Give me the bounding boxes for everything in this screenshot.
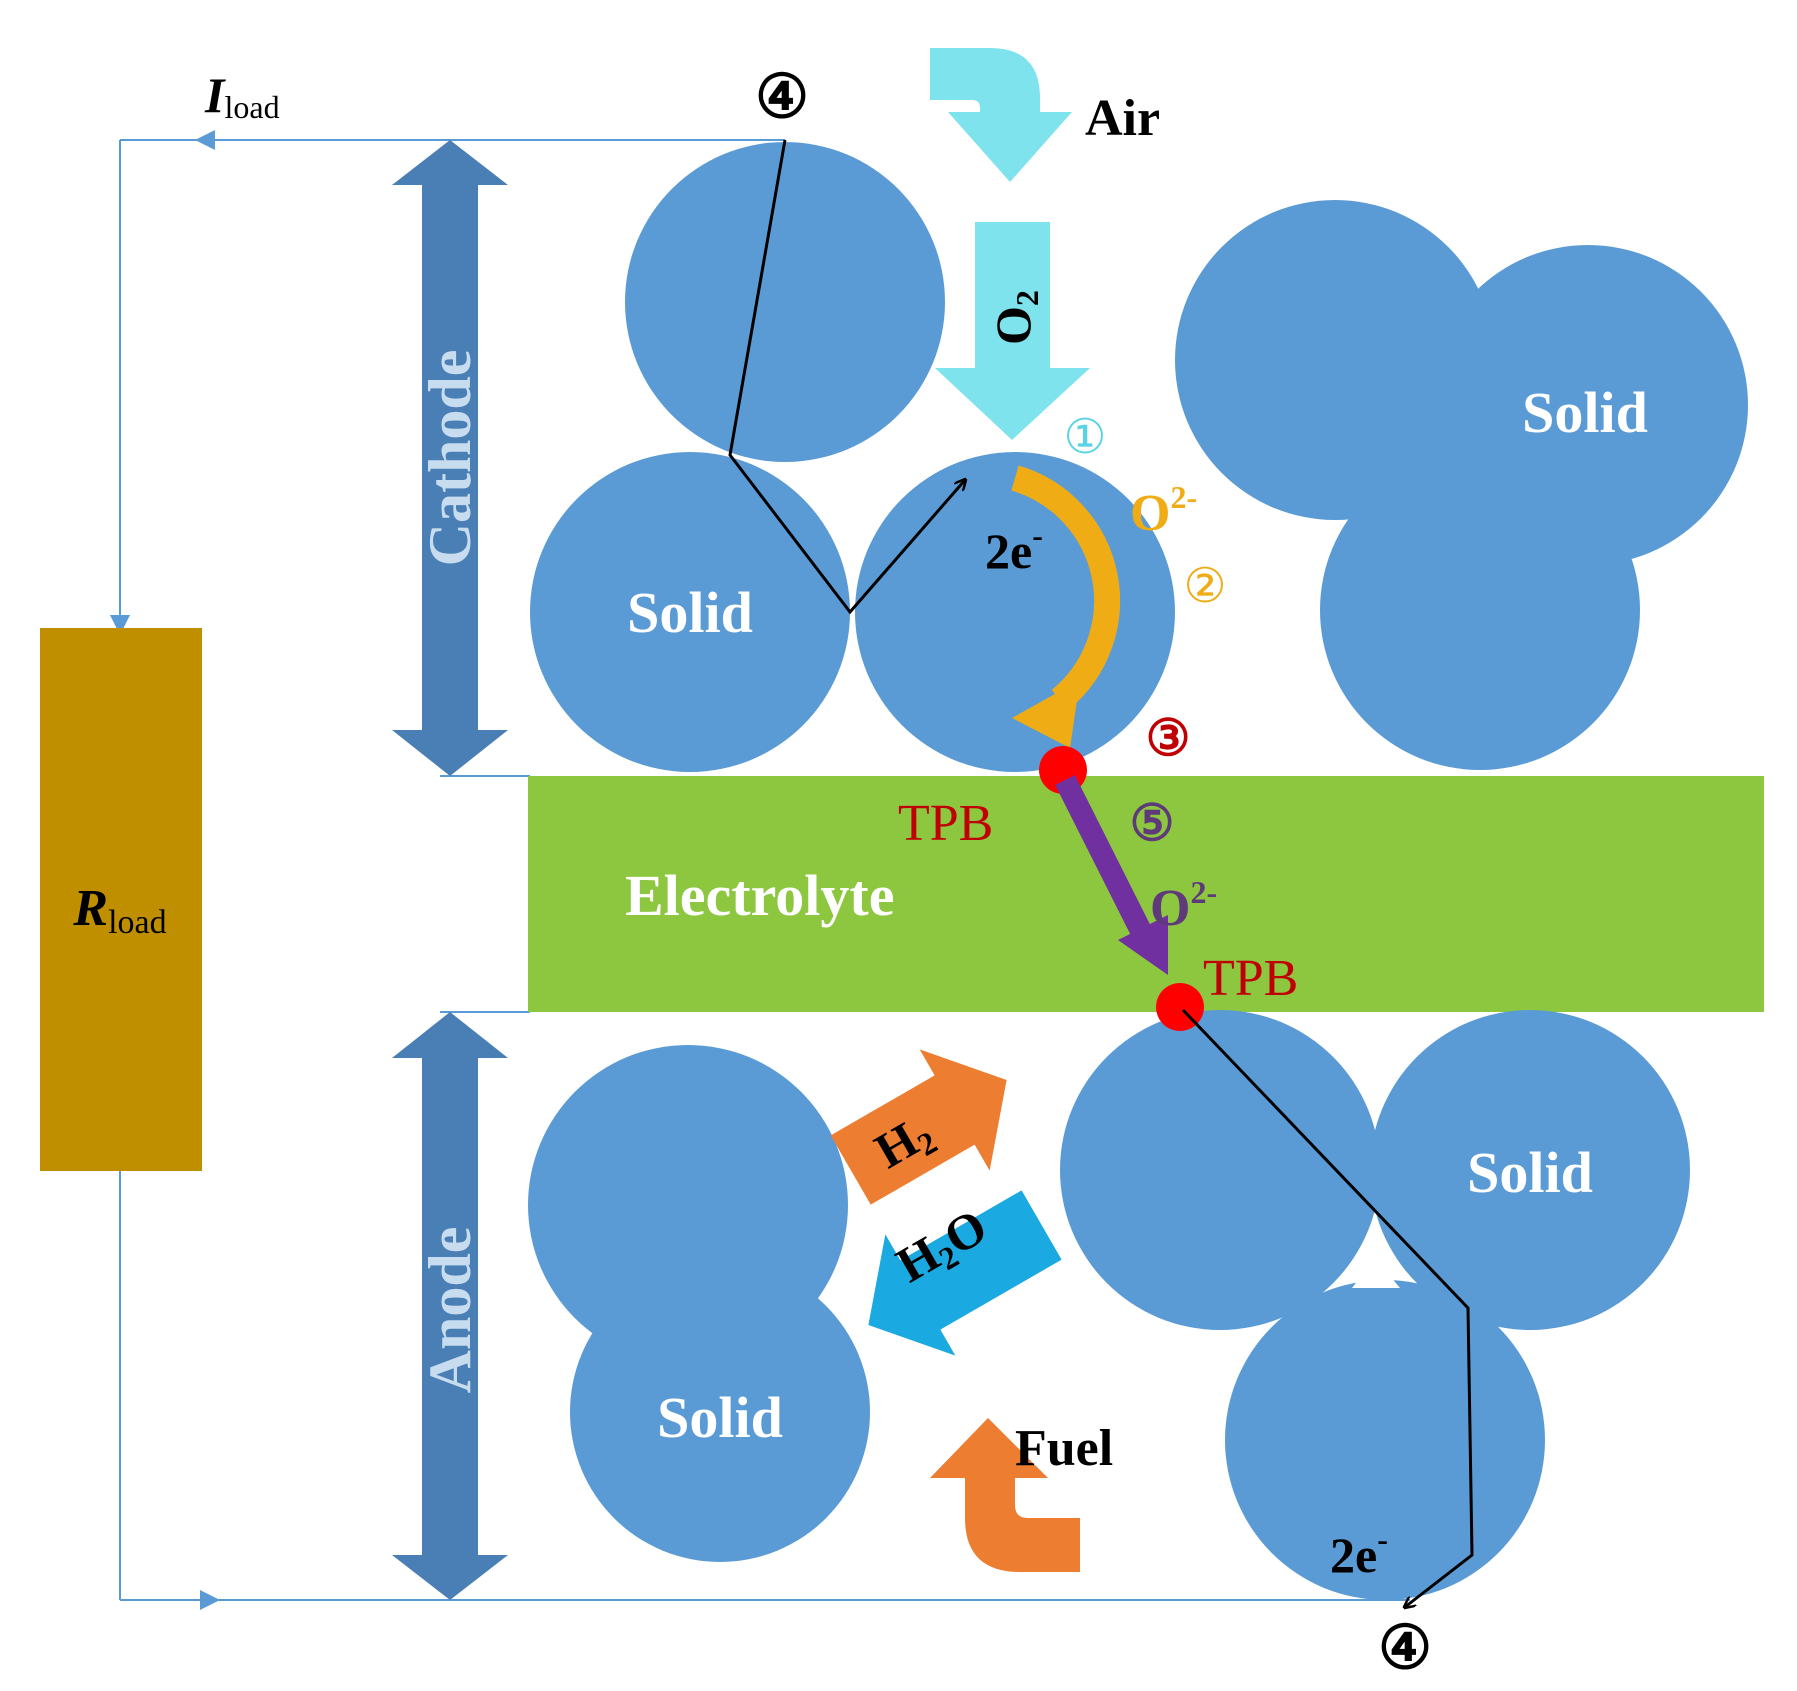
anode-label: Anode xyxy=(417,1227,483,1394)
cathode-thickness-arrow xyxy=(392,140,508,776)
cathode-particle-cluster-a xyxy=(1175,200,1495,520)
anode-particles xyxy=(528,1010,1690,1600)
r-load-label: Rload xyxy=(72,880,166,941)
surface-diffusion-arrow xyxy=(1011,465,1121,711)
cathode-label: Cathode xyxy=(417,350,483,567)
step-2-marker: ② xyxy=(1183,560,1226,613)
step-4-top-marker: ④ xyxy=(755,64,809,130)
anode-particle-left-bottom xyxy=(570,1262,870,1562)
anode-thickness-arrow xyxy=(392,1012,508,1600)
electron-top-label: 2e- xyxy=(985,517,1043,579)
oxide-electrolyte-label: O2- xyxy=(1150,874,1217,937)
h2-arrow: H2 xyxy=(830,1049,1007,1205)
solid-label-anode-left: Solid xyxy=(657,1385,783,1450)
tpb-bottom-label: TPB xyxy=(1203,950,1298,1007)
air-arrow xyxy=(930,48,1072,182)
load-resistor xyxy=(40,628,202,1171)
surface-diffusion-arrowhead xyxy=(1012,680,1080,748)
o2-arrow xyxy=(935,222,1090,440)
air-label: Air xyxy=(1085,90,1160,147)
solid-label-cathode-right: Solid xyxy=(1522,380,1648,445)
anode-particle-right-a xyxy=(1060,1010,1380,1330)
anode-electron-path xyxy=(1181,1008,1474,1607)
cathode-particle-top xyxy=(625,142,945,462)
h2o-arrow xyxy=(868,1190,1062,1356)
oxide-transport-arrow xyxy=(1055,775,1153,940)
solid-label-anode-right: Solid xyxy=(1467,1140,1593,1205)
solid-label-cathode-left: Solid xyxy=(627,580,753,645)
fuel-arrow xyxy=(930,1418,1080,1572)
electron-bottom-label: 2e- xyxy=(1330,1521,1388,1583)
anode-particle-right-b xyxy=(1370,1010,1690,1330)
cathode-particle-left xyxy=(530,452,850,772)
step-1-marker: ① xyxy=(1063,411,1106,464)
anode-particle-right-c xyxy=(1225,1280,1545,1600)
electrolyte-layer xyxy=(528,776,1764,1012)
cathode-electron-path xyxy=(728,139,965,615)
cathode-particle-center xyxy=(855,452,1175,772)
cathode-particle-cluster-c xyxy=(1320,450,1640,770)
oxide-top-label: O2- xyxy=(1130,479,1197,542)
o2-label: O2 xyxy=(985,290,1045,345)
i-load-label: Iload xyxy=(204,67,280,125)
step-5-marker: ⑤ xyxy=(1130,795,1175,851)
electrolyte-label: Electrolyte xyxy=(625,863,894,928)
oxide-transport-arrowhead xyxy=(1118,915,1168,975)
anode-gap-notch xyxy=(1352,1258,1400,1288)
external-circuit xyxy=(110,130,1410,1610)
step-4-bottom-marker: ④ xyxy=(1378,1615,1432,1681)
fuel-label: Fuel xyxy=(1015,1420,1113,1477)
step-3-marker: ③ xyxy=(1146,710,1191,766)
cathode-particles xyxy=(530,142,1748,772)
tpb-top-label: TPB xyxy=(898,795,993,852)
